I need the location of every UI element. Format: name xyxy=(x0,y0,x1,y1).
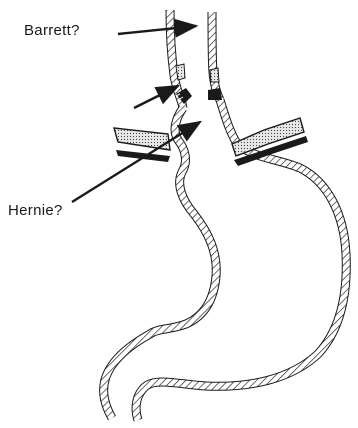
hernie-label: Hernie? xyxy=(8,202,63,219)
stomach-outline xyxy=(104,10,347,420)
barrett-label: Barrett? xyxy=(24,22,80,39)
barrett-arrow xyxy=(118,26,196,34)
junction-arrow xyxy=(134,86,178,108)
